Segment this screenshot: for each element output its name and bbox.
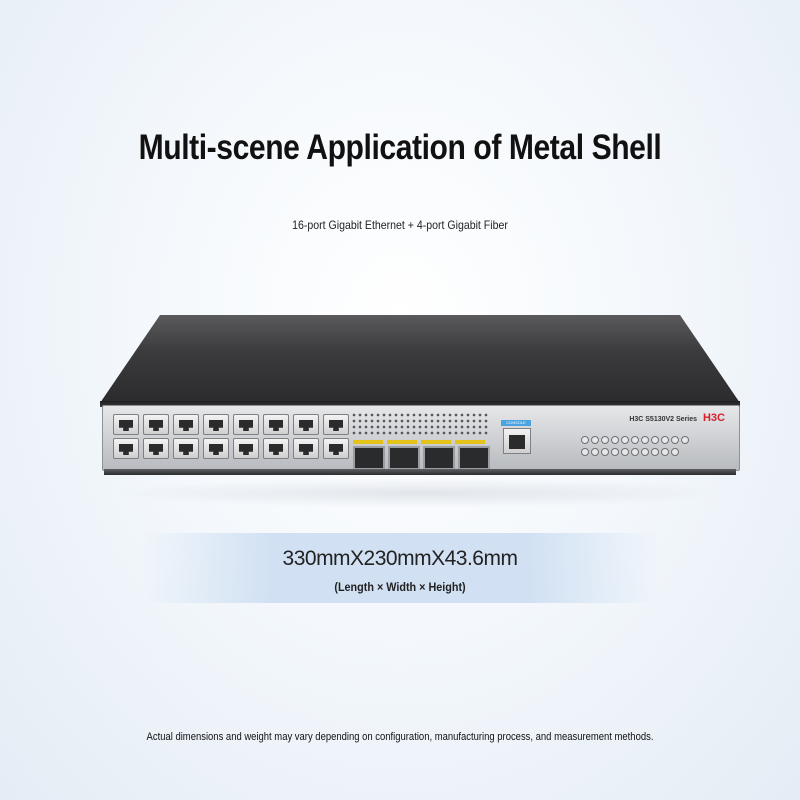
network-switch-image: CONSOLE H3C S5130V2 Series H3C — [100, 315, 740, 475]
switch-reflection — [110, 478, 730, 508]
status-led-panel — [581, 436, 711, 462]
switch-front-panel: CONSOLE H3C S5130V2 Series H3C — [102, 405, 740, 471]
led-indicator — [641, 436, 649, 444]
page-subtitle: 16-port Gigabit Ethernet + 4-port Gigabi… — [292, 218, 508, 232]
led-row — [581, 436, 711, 444]
led-indicator — [671, 436, 679, 444]
sfp-indicator-strip — [353, 440, 489, 444]
rj45-port — [173, 438, 199, 459]
led-indicator — [651, 448, 659, 456]
rj45-port-group-1 — [113, 414, 229, 459]
brand-label: H3C S5130V2 Series H3C — [629, 412, 725, 424]
switch-base — [104, 469, 736, 475]
led-indicator — [641, 448, 649, 456]
rj45-port — [263, 414, 289, 435]
rj45-port — [263, 438, 289, 459]
sfp-port — [423, 446, 455, 470]
rj45-port — [173, 414, 199, 435]
led-indicator — [611, 436, 619, 444]
led-indicator — [671, 448, 679, 456]
led-indicator — [631, 436, 639, 444]
sfp-port — [353, 446, 385, 470]
rj45-port — [233, 414, 259, 435]
led-indicator — [661, 436, 669, 444]
brand-logo: H3C — [702, 412, 725, 424]
sfp-port — [458, 446, 490, 470]
led-indicator — [651, 436, 659, 444]
switch-top-cover — [100, 315, 740, 403]
led-indicator — [621, 436, 629, 444]
led-indicator — [591, 436, 599, 444]
led-indicator — [631, 448, 639, 456]
led-indicator — [591, 448, 599, 456]
switch-lid-edge — [100, 401, 740, 407]
model-text: H3C S5130V2 Series — [629, 416, 698, 423]
rj45-port — [293, 438, 319, 459]
console-port — [503, 428, 531, 454]
sfp-port — [388, 446, 420, 470]
dimensions-value: 330mmX230mmX43.6mm — [282, 547, 518, 570]
ventilation-grille — [351, 412, 489, 436]
rj45-port — [233, 438, 259, 459]
led-indicator — [601, 448, 609, 456]
console-label: CONSOLE — [501, 420, 531, 426]
led-indicator — [611, 448, 619, 456]
led-row — [581, 448, 711, 456]
led-indicator — [681, 436, 689, 444]
rj45-port — [203, 414, 229, 435]
page-title: Multi-scene Application of Metal Shell — [138, 128, 662, 167]
rj45-port — [113, 414, 139, 435]
led-indicator — [601, 436, 609, 444]
led-indicator — [581, 448, 589, 456]
dimensions-caption: (Length × Width × Height) — [334, 580, 466, 594]
rj45-port-group-2 — [233, 414, 349, 459]
disclaimer-text: Actual dimensions and weight may vary de… — [146, 731, 654, 743]
dimension-highlight-band — [140, 533, 660, 603]
rj45-port — [143, 438, 169, 459]
led-indicator — [621, 448, 629, 456]
rj45-port — [203, 438, 229, 459]
rj45-port — [293, 414, 319, 435]
rj45-port — [323, 438, 349, 459]
led-indicator — [581, 436, 589, 444]
rj45-port — [323, 414, 349, 435]
rj45-port — [143, 414, 169, 435]
rj45-port — [113, 438, 139, 459]
led-indicator — [661, 448, 669, 456]
